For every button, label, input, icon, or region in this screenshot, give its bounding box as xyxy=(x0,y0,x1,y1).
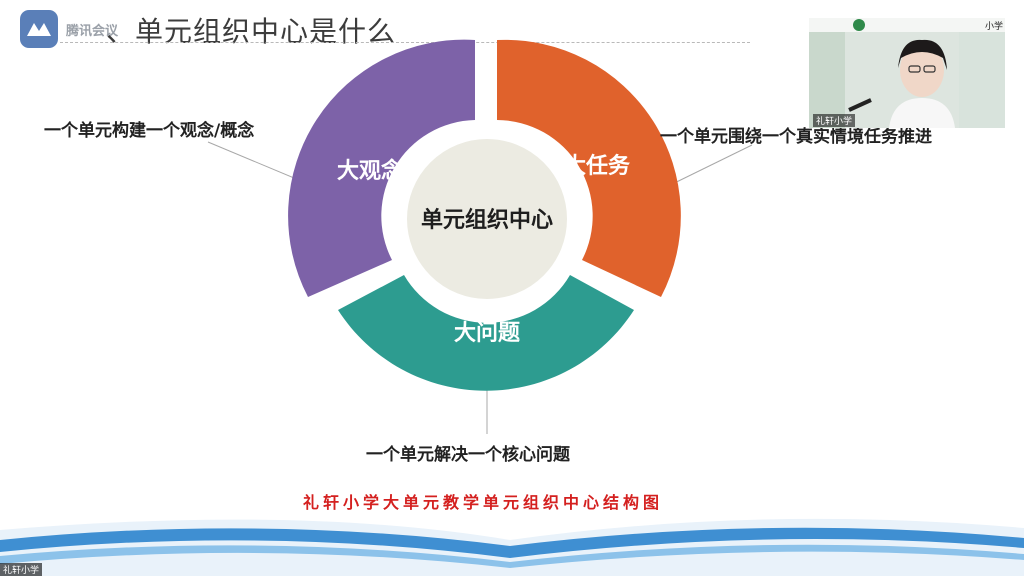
segment-big-question xyxy=(338,275,634,391)
center-circle xyxy=(403,135,571,303)
segment-label-big-task: 大任务 xyxy=(564,153,631,179)
participant-video-tile[interactable]: 小学 礼轩小学 xyxy=(809,18,1005,128)
tencent-meeting-logo-icon[interactable] xyxy=(18,8,60,50)
annotation-big-task: 一个单元围绕一个真实情境任务推进 xyxy=(660,127,932,147)
app-name-label: 腾讯会议 xyxy=(66,24,119,39)
segment-label-big-question: 大问题 xyxy=(454,321,521,346)
segment-big-task xyxy=(497,39,681,297)
title-divider xyxy=(60,42,750,43)
annotation-big-idea: 一个单元构建一个观念/概念 xyxy=(44,121,255,141)
bottom-decoration xyxy=(0,518,1024,576)
segment-big-idea xyxy=(288,39,475,297)
annotation-big-question: 一个单元解决一个核心问题 xyxy=(366,445,570,465)
self-view-name-tag: 礼轩小学 xyxy=(0,563,43,576)
video-header-text: 小学 xyxy=(985,22,1004,32)
participant-name-tag: 礼轩小学 xyxy=(813,114,856,127)
center-label: 单元组织中心 xyxy=(421,207,553,233)
participant-video-frame xyxy=(809,18,1005,128)
segment-label-big-idea: 大观念 xyxy=(337,158,403,184)
diagram-caption: 礼轩小学大单元教学单元组织中心结构图 xyxy=(303,493,664,512)
